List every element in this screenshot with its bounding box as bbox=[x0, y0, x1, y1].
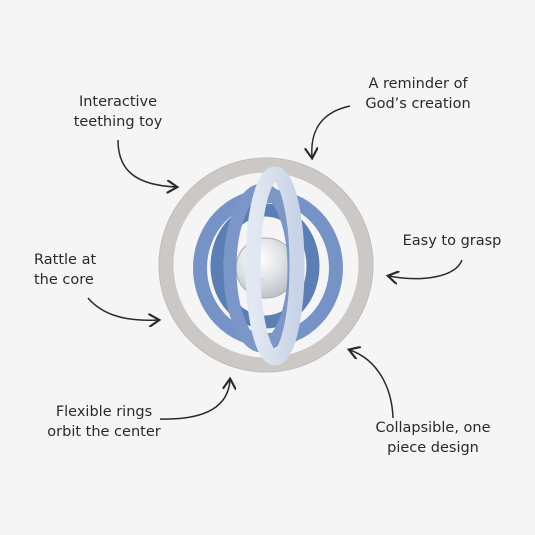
arrow-reminder bbox=[312, 105, 351, 157]
arrow-flexible bbox=[159, 380, 230, 420]
callout-collapsible: Collapsible, one piece design bbox=[375, 420, 491, 456]
callout-reminder: A reminder of God’s creation bbox=[365, 76, 471, 112]
arrow-collapsible bbox=[350, 350, 394, 419]
callout-easy-grasp: Easy to grasp bbox=[402, 233, 502, 249]
pale-blue-ring bbox=[245, 166, 305, 366]
arrow-interactive bbox=[117, 139, 176, 187]
callout-rattle: Rattle at the core bbox=[34, 252, 97, 288]
arrow-grasp bbox=[389, 259, 463, 279]
outer-gray-ring bbox=[158, 157, 374, 373]
callout-flexible: Flexible rings orbit the center bbox=[47, 404, 161, 440]
callout-interactive: Interactive teething toy bbox=[73, 94, 163, 130]
arrow-rattle bbox=[87, 297, 158, 320]
